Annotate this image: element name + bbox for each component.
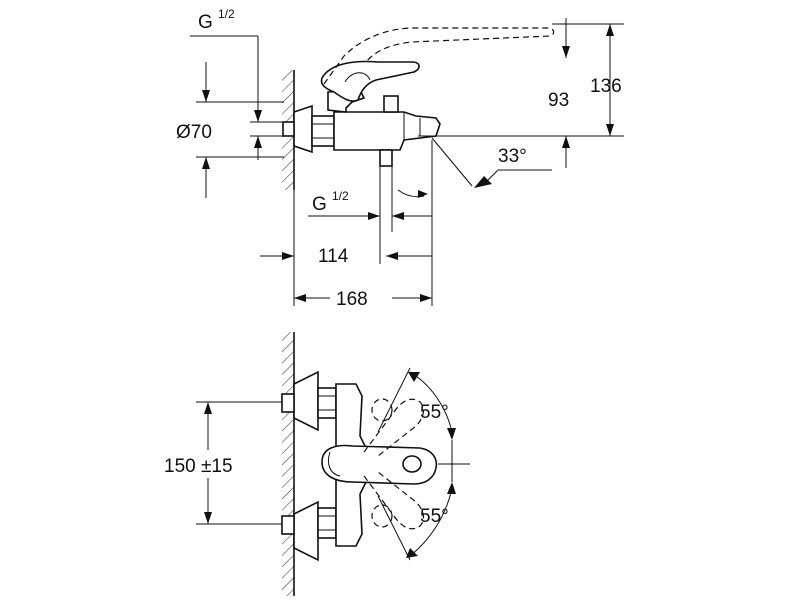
dim-thread-outlet: G 1/2	[308, 166, 432, 264]
dim-thread-top: G 1/2	[190, 7, 284, 160]
escutcheon-side	[282, 104, 313, 154]
upper-inlet	[281, 370, 337, 432]
lower-inlet	[281, 500, 337, 562]
diameter-label: Ø70	[176, 122, 212, 143]
side-view: Ø70 G 1/2 93 136	[176, 7, 624, 310]
lever-raised-dashed	[323, 27, 555, 85]
dim-lever-angles: 55° 55°	[406, 371, 470, 558]
mixer-body-side	[333, 95, 441, 167]
depth-168-label: 168	[336, 289, 368, 310]
angle-down-label: 55°	[420, 506, 449, 527]
lever-side	[320, 60, 420, 113]
thread-top-fraction: 1/2	[218, 7, 235, 21]
dim-114: 114	[260, 140, 433, 306]
lever-front	[321, 444, 438, 485]
dim-diameter: Ø70	[176, 62, 284, 198]
dim-spout-angle: 33°	[431, 137, 552, 188]
dim-heights: 93 136	[418, 18, 624, 168]
thread-outlet-fraction: 1/2	[332, 189, 349, 203]
connector-nut	[311, 115, 335, 147]
thread-top-g: G	[198, 12, 213, 33]
lever-swing-dashed	[363, 367, 425, 561]
depth-114-label: 114	[318, 246, 349, 267]
spout-angle-label: 33°	[498, 146, 527, 167]
angle-up-label: 55°	[420, 402, 449, 423]
front-view: 55° 55° 150 ±15	[164, 332, 470, 596]
wall-front	[282, 332, 295, 596]
dim-centres: 150 ±15	[164, 401, 282, 525]
dim-168: 168	[294, 289, 432, 310]
thread-outlet-g: G	[312, 194, 327, 215]
height-93-label: 93	[548, 90, 569, 111]
height-136-label: 136	[590, 76, 622, 97]
centres-label: 150 ±15	[164, 456, 233, 477]
